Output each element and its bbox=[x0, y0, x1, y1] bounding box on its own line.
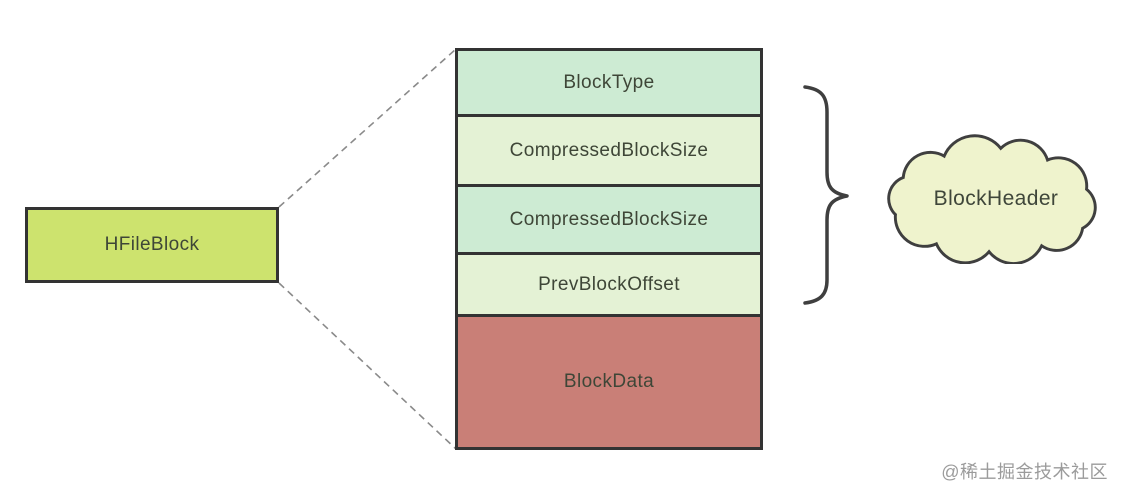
stack-row-compressedblocksize-2: CompressedBlockSize bbox=[458, 184, 760, 252]
cloud-shape bbox=[887, 134, 1097, 264]
hfileblock-box: HFileBlock bbox=[25, 207, 279, 283]
block-structure-stack: BlockType CompressedBlockSize Compressed… bbox=[455, 48, 763, 450]
stack-row-prevblockoffset: PrevBlockOffset bbox=[458, 252, 760, 314]
cloud-outline bbox=[887, 134, 1097, 264]
stack-row-label: BlockType bbox=[563, 71, 655, 93]
connector-top-dashed-line bbox=[278, 48, 457, 208]
watermark-text: @稀土掘金技术社区 bbox=[941, 462, 1108, 482]
stack-row-label: PrevBlockOffset bbox=[538, 273, 680, 295]
stack-row-label: CompressedBlockSize bbox=[509, 208, 709, 230]
connector-bottom-dashed-line bbox=[278, 282, 457, 450]
hfileblock-label: HFileBlock bbox=[104, 234, 200, 255]
stack-row-label: BlockData bbox=[563, 371, 655, 392]
curly-brace-path bbox=[803, 85, 849, 305]
blockheader-cloud: BlockHeader bbox=[874, 134, 1108, 264]
blockheader-label: BlockHeader bbox=[933, 187, 1059, 210]
stack-row-compressedblocksize-1: CompressedBlockSize bbox=[458, 114, 760, 184]
stack-row-blockdata: BlockData bbox=[458, 314, 760, 447]
stack-row-blocktype: BlockType bbox=[458, 51, 760, 114]
stack-row-label: CompressedBlockSize bbox=[509, 139, 709, 161]
curly-brace bbox=[803, 85, 849, 305]
